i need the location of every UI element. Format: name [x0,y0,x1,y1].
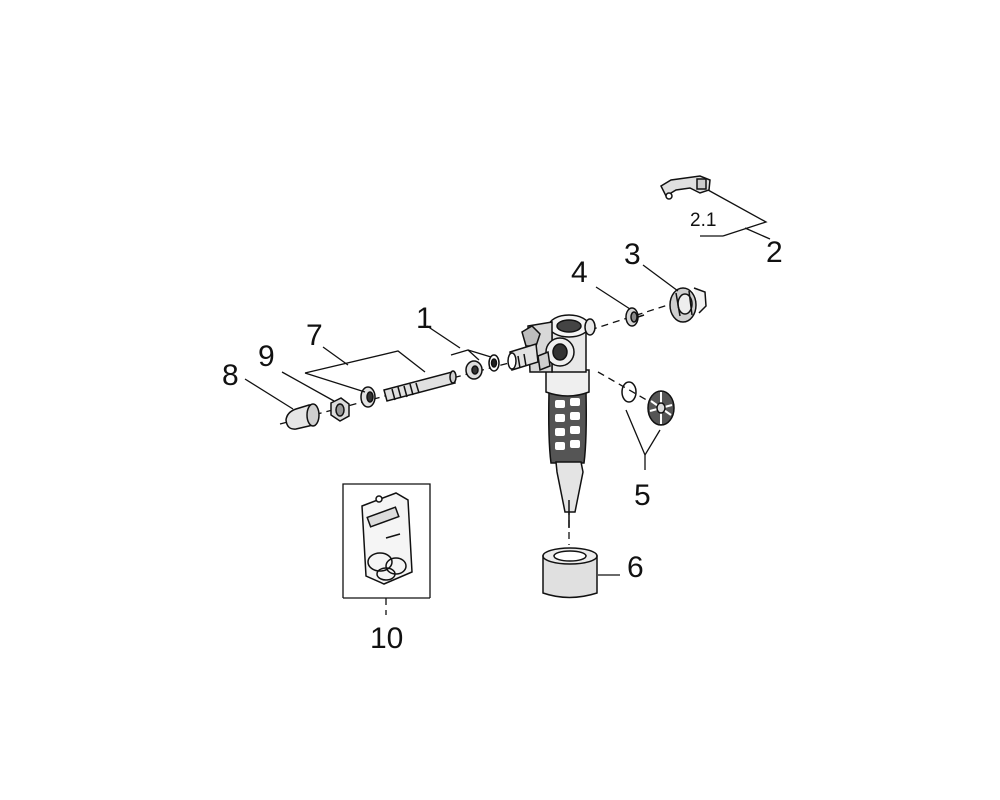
part-7-threaded-rod [360,370,457,408]
part-2-1-lever-clip [660,175,711,200]
label-1: 1 [416,302,433,335]
part-3-ribbed-cap [669,287,707,323]
label-8: 8 [222,359,239,392]
label-6: 6 [627,551,644,584]
part-6-cylinder [542,547,598,599]
label-7: 7 [306,319,323,352]
part-4-valve-piece [625,307,645,327]
part-1-nut-washer [465,354,500,380]
valve-body [507,314,596,528]
label-4: 4 [571,256,588,289]
part-9-hex-nut [330,397,350,422]
part-8-cone-nut [285,403,320,430]
label-3: 3 [624,238,641,271]
label-2: 2 [766,236,783,269]
label-2-1: 2.1 [690,210,716,231]
label-5: 5 [634,479,651,512]
label-10: 10 [370,622,403,655]
callout-labels: 1 2 2.1 3 4 5 6 7 8 9 10 [222,210,783,655]
part-10-service-kit [342,483,431,599]
part-5-oring-wheel [621,381,675,426]
leader-lines [244,189,771,576]
label-9: 9 [258,340,275,373]
